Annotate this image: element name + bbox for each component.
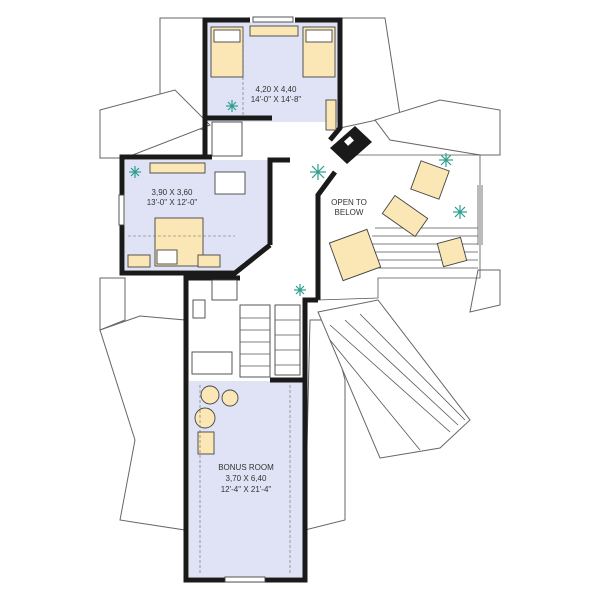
roof-right-wing xyxy=(374,99,501,156)
wall-bedroom-left xyxy=(119,154,272,276)
plant-stair xyxy=(294,284,306,296)
bedroom-left-metric: 3,90 X 3,60 xyxy=(152,188,193,197)
nightstand-left xyxy=(127,254,151,268)
window-top xyxy=(252,16,294,23)
roof-dormer xyxy=(317,299,471,459)
chimney-body xyxy=(330,126,372,164)
roof-dormer-ridge-3 xyxy=(359,313,466,421)
roof-outline xyxy=(99,17,501,531)
armchair-top xyxy=(410,160,450,200)
armchair-right xyxy=(436,236,468,268)
vanity xyxy=(211,279,238,301)
roof-right-lower xyxy=(469,269,501,313)
plant-bedroom-top xyxy=(226,100,238,112)
sofa xyxy=(328,228,382,282)
bathroom xyxy=(191,279,238,375)
walls xyxy=(119,17,343,583)
roof-bottom-left xyxy=(99,315,186,531)
bonus-room-imperial: 12'-4" X 21'-4" xyxy=(221,485,272,494)
chair-bonus-1 xyxy=(200,385,220,405)
stairs xyxy=(239,304,301,378)
open-to-below-area xyxy=(317,154,483,301)
wall-stair-right xyxy=(302,297,318,380)
coffee-table xyxy=(381,194,429,238)
bonus-room-name: BONUS ROOM xyxy=(218,463,274,472)
dresser-top xyxy=(325,99,337,131)
roof-left-lower xyxy=(99,277,126,331)
bonus-room-furniture xyxy=(194,385,291,583)
wall-living-left xyxy=(315,170,338,300)
plant-living-top xyxy=(439,153,453,167)
pillow-left-bedroom xyxy=(156,249,178,265)
room-labels: 4,20 X 4,40 14'-0" X 14'-8" 3,90 X 3,60 … xyxy=(147,85,367,494)
desk-bonus xyxy=(197,431,215,455)
plant-hall xyxy=(310,164,326,180)
wall-bonus-room xyxy=(183,377,308,583)
bedroom-left-furniture xyxy=(118,162,246,268)
bedroom-top-furniture xyxy=(210,16,337,157)
open-to-below-line1: OPEN TO xyxy=(331,198,367,207)
open-area-outline xyxy=(317,154,481,301)
closet-left xyxy=(214,171,246,195)
window-bottom xyxy=(224,576,266,583)
bedroom-top-imperial: 14'-0" X 14'-8" xyxy=(251,95,302,104)
nightstand-right xyxy=(197,254,221,268)
chimney-flue xyxy=(344,136,354,146)
plants xyxy=(129,100,467,296)
toilet xyxy=(192,299,206,319)
roof-dormer-ridge-4 xyxy=(329,339,421,451)
roof-dormer-ridge-1 xyxy=(329,324,451,433)
roof-left-wing xyxy=(99,89,211,159)
chimney xyxy=(330,126,372,164)
plant-bedroom-left xyxy=(129,166,141,178)
nightstand xyxy=(249,25,299,37)
roof-top-gable-right xyxy=(339,17,401,129)
bedroom-left-imperial: 13'-0" X 12'-0" xyxy=(147,198,198,207)
bedroom-top-metric: 4,20 X 4,40 xyxy=(256,85,297,94)
pillow-right xyxy=(305,29,333,43)
roof-dormer-ridge-2 xyxy=(344,319,459,426)
window-left xyxy=(118,194,125,226)
open-to-below-line2: BELOW xyxy=(335,208,364,217)
table-bonus xyxy=(194,407,216,429)
stair-run-2 xyxy=(274,304,301,376)
plant-living-right xyxy=(453,205,467,219)
living-furniture xyxy=(328,160,468,282)
pillow-left xyxy=(213,29,241,43)
closet-top xyxy=(211,121,243,157)
desk-left xyxy=(149,162,206,174)
bedroom-left-alcove-floor xyxy=(243,160,270,262)
wall-hall-left xyxy=(267,157,290,245)
stair-run-1 xyxy=(239,304,271,378)
bathtub xyxy=(191,351,233,375)
wall-bedroom-top-right xyxy=(295,17,343,142)
chair-bonus-2 xyxy=(221,389,239,407)
bonus-room-metric: 3,70 X 6,40 xyxy=(226,474,267,483)
